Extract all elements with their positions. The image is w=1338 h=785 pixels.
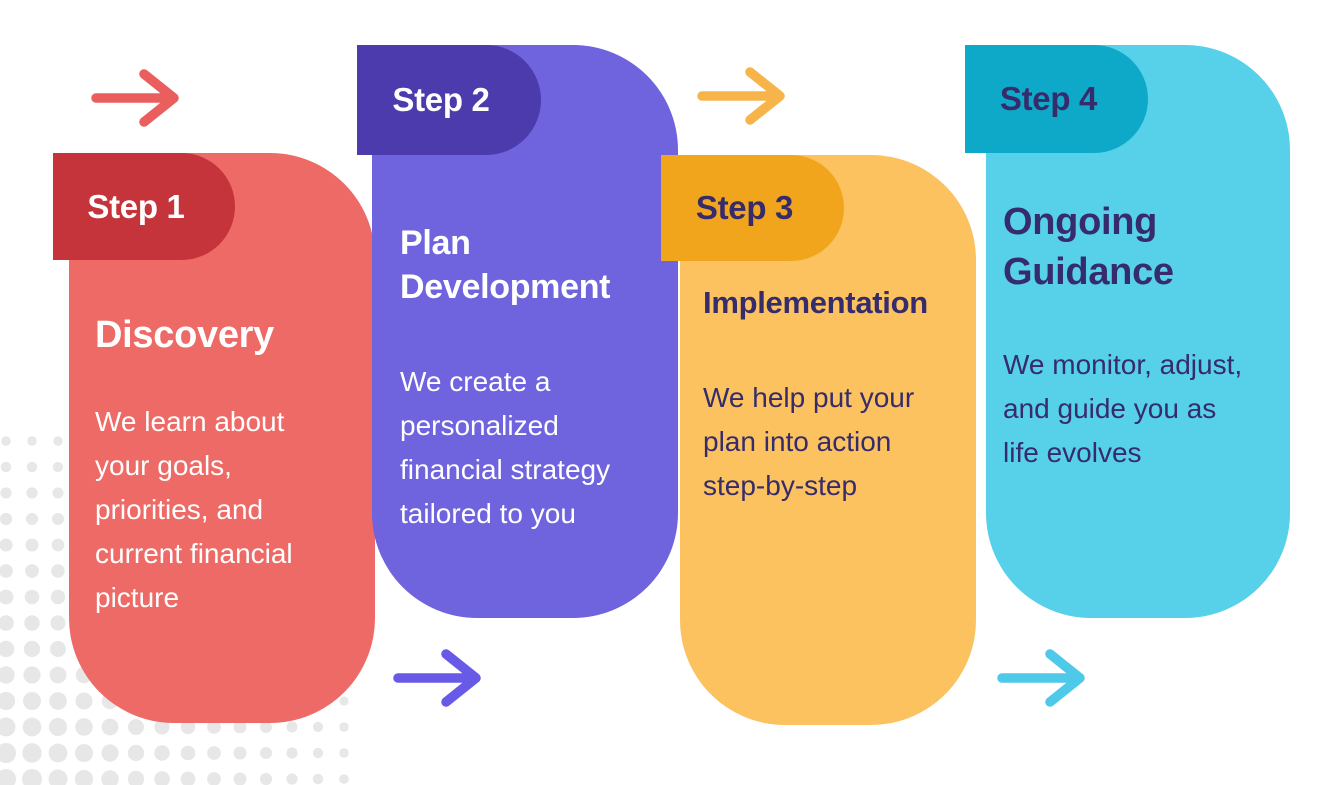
arrow-right-stroke-1	[91, 69, 179, 127]
step-4-label: Step 4	[999, 80, 1098, 117]
step-3-label: Step 3	[695, 189, 794, 226]
step-4-title: Ongoing Guidance	[1003, 201, 1174, 293]
step-1-description: We learn about your goals, priorities, a…	[95, 406, 293, 614]
step-2-tab: Step 2	[357, 45, 541, 155]
step-2-card: Plan Development We create a personalize…	[372, 45, 678, 618]
step-3-tab: Step 3	[661, 155, 844, 261]
step-2-description: We create a personalized financial strat…	[400, 366, 611, 529]
arrow-right-icon-1	[91, 69, 179, 127]
arrow-right-stroke-3	[697, 67, 785, 125]
arrow-right-icon-2	[393, 649, 481, 707]
arrow-right-icon-4	[997, 649, 1085, 707]
step-1-tab: Step 1	[53, 153, 235, 260]
step-1-label: Step 1	[87, 187, 185, 225]
step-3-title: Implementation	[703, 285, 928, 320]
step-2-label: Step 2	[392, 81, 490, 118]
step-3-card: Implementation We help put your plan int…	[680, 155, 976, 725]
step-2-title: Plan Development	[400, 224, 611, 306]
step-4-description: We monitor, adjust, and guide you as lif…	[1003, 349, 1243, 468]
arrow-right-stroke-4	[997, 649, 1085, 707]
step-4-tab: Step 4	[965, 45, 1148, 153]
arrow-right-stroke-2	[393, 649, 481, 707]
arrow-right-icon-3	[697, 67, 785, 125]
step-3-description: We help put your plan into action step-b…	[703, 381, 915, 501]
step-1-title: Discovery	[95, 314, 274, 356]
